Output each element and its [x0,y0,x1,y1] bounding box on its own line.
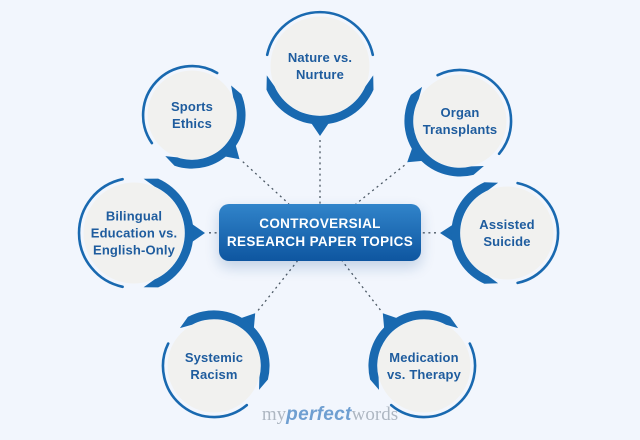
ring-thick-arc [368,310,459,390]
topic-circle [83,182,185,284]
center-title-line1: CONTROVERSIAL [259,215,381,231]
ring-thin-arc [516,181,560,285]
topic-node-sports-ethics: Sports Ethics [170,98,214,131]
topic-node-organ-transplants: Organ Transplants [422,104,498,137]
brand-logo-words: words [351,404,399,425]
brand-logo-my: my [261,404,287,425]
brand-logo: myperfectwords [261,404,399,426]
connector-line-systemic-racism [257,260,298,311]
topic-node-nature-vs-nurture: Nature vs. Nurture [287,49,353,82]
topic-node-assisted-suicide: Assisted Suicide [479,216,535,249]
ring-thick-arc [165,85,246,169]
topic-circle [413,74,507,168]
topic-node-bilingual-education: Bilingual Education vs. English-Only [90,208,178,258]
topic-circle [270,16,370,116]
ring-thick-arc [404,86,484,177]
topic-circle [460,186,554,280]
topic-ring-nature-vs-nurture [265,10,375,136]
topic-ring-assisted-suicide [440,181,560,285]
topic-node-medication-vs-therapy: Medication vs. Therapy [387,349,461,382]
ring-thin-arc [77,177,124,289]
ring-thin-arc [436,68,513,156]
topic-circle [377,319,471,413]
center-title-line2: RESEARCH PAPER TOPICS [226,233,414,249]
topic-ring-systemic-racism [161,310,270,419]
ring-thin-arc [161,342,249,419]
topic-node-systemic-racism: Systemic Racism [184,349,244,382]
topic-circle [147,70,237,160]
connector-line-sports-ethics [242,161,290,205]
topic-ring-bilingual-education [77,177,205,289]
center-title-box: CONTROVERSIAL RESEARCH PAPER TOPICS [219,204,421,261]
topic-ring-medication-vs-therapy [368,310,477,419]
topic-circle [167,319,261,413]
connector-line-medication-vs-therapy [341,260,381,311]
brand-logo-perfect: perfect [286,404,352,425]
ring-thick-arc [266,75,374,125]
ring-thin-arc [141,64,219,145]
topic-ring-sports-ethics [141,64,246,169]
ring-thin-arc [265,10,375,57]
ring-thick-arc [451,182,499,284]
connector-line-organ-transplants [355,164,405,205]
ring-thick-arc [179,310,270,390]
ring-thin-arc [389,342,477,419]
ring-thick-arc [143,178,194,288]
topic-ring-organ-transplants [404,68,513,177]
